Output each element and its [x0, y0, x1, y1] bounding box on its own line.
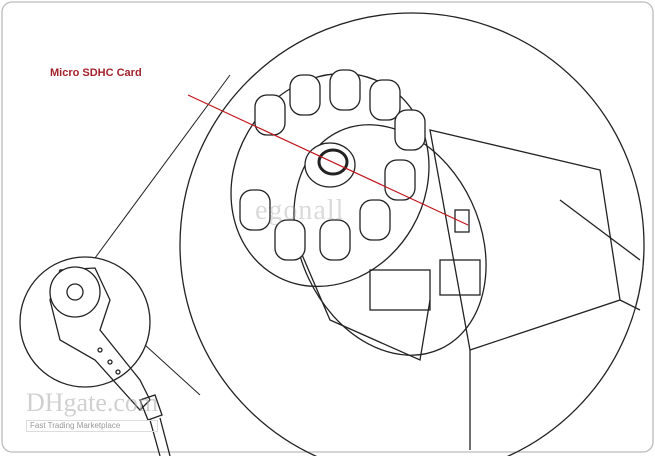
callout-line [187, 94, 469, 226]
camera-housing [293, 124, 641, 450]
watermark: egonall [255, 195, 345, 226]
magnified-view-circle [179, 12, 645, 456]
led-board [230, 69, 430, 288]
camera-overview [19, 256, 171, 456]
logo-brand: DHgate.com [26, 388, 159, 417]
sd-card-slot [454, 209, 470, 233]
dhgate-logo: DHgate.com Fast Trading Marketplace [26, 388, 159, 432]
micro-sdhc-callout-label: Micro SDHC Card [50, 67, 142, 79]
connector-line [94, 74, 231, 259]
connector-line [144, 344, 201, 396]
logo-tagline: Fast Trading Marketplace [26, 420, 159, 432]
